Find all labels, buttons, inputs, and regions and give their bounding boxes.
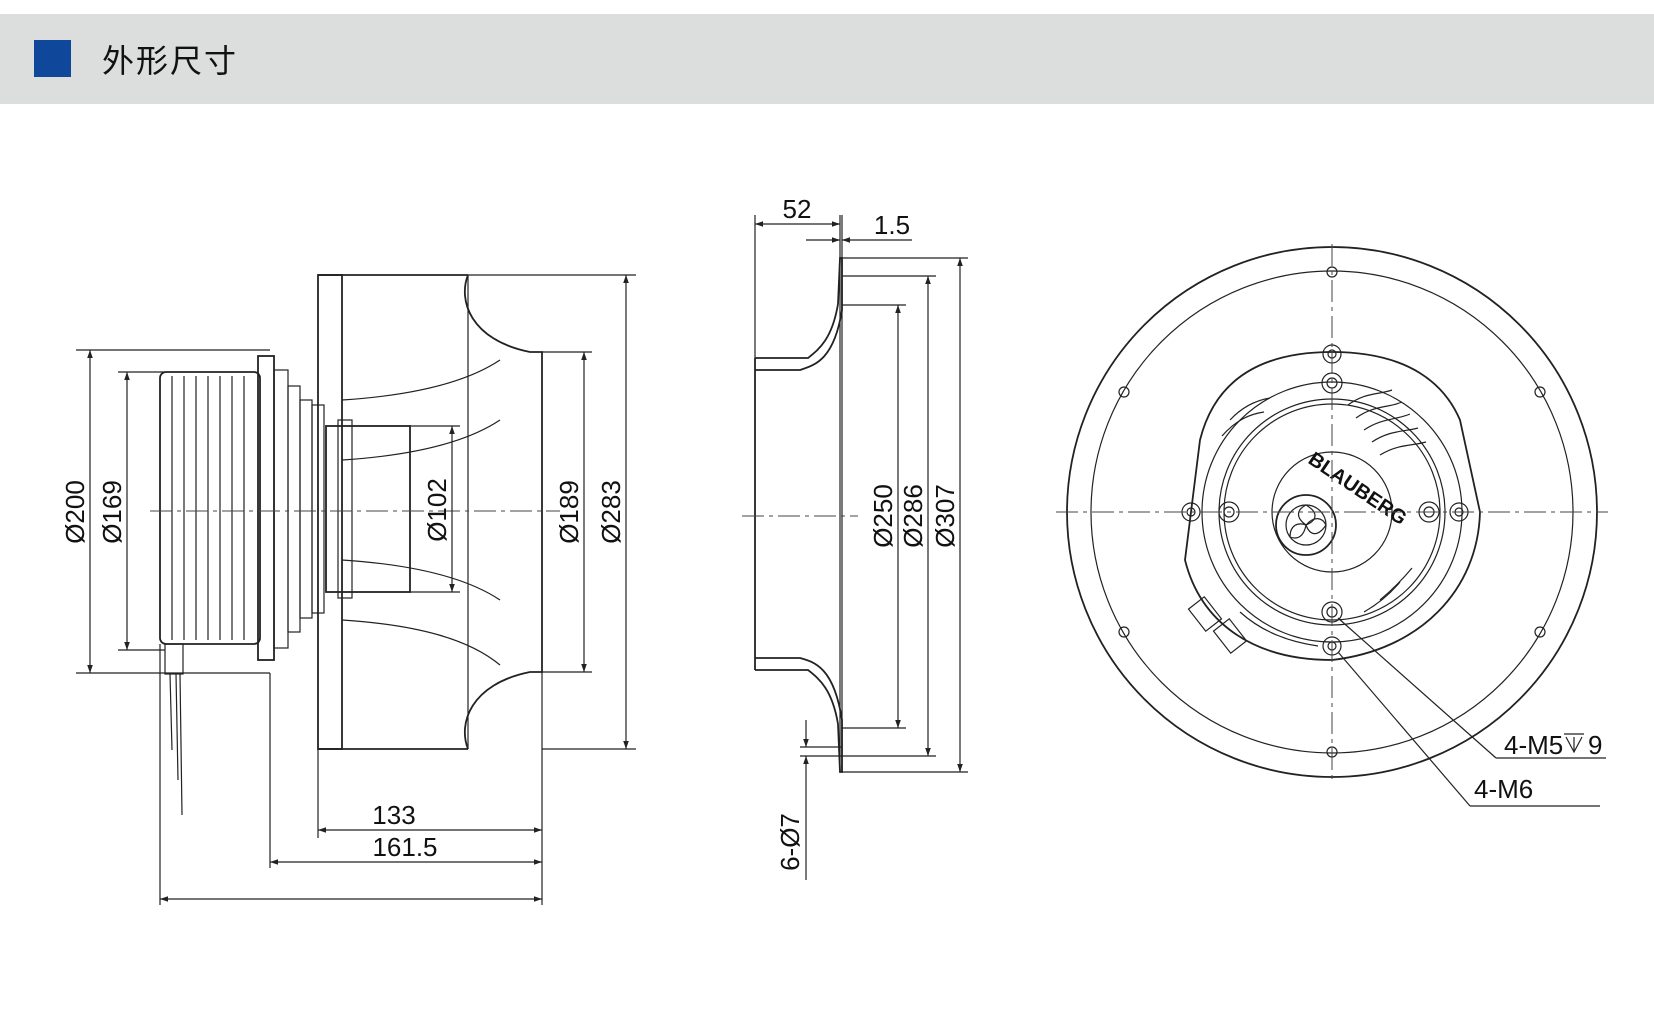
label-4-m5: 4-M5 (1504, 730, 1563, 760)
dim-dia-169: Ø169 (97, 480, 127, 544)
section-view: 52 1.5 Ø250 Ø286 Ø307 6-Ø7 (742, 194, 968, 880)
dim-dia-102: Ø102 (422, 478, 452, 542)
dim-holes-6-dia-7: 6-Ø7 (775, 813, 805, 871)
dim-dia-250: Ø250 (868, 484, 898, 548)
section-title: 外形尺寸 (102, 42, 239, 80)
front-view: BLAUBERG (1056, 244, 1608, 807)
depth-symbol-icon (1564, 733, 1584, 754)
section-header: 外形尺寸 (0, 14, 1654, 104)
dim-dia-189: Ø189 (554, 480, 584, 544)
label-4-m6: 4-M6 (1474, 774, 1533, 804)
dim-dia-283: Ø283 (596, 480, 626, 544)
dim-len-161-5: 161.5 (372, 832, 437, 862)
dim-dia-200: Ø200 (60, 480, 90, 544)
fan-logo (1275, 494, 1337, 556)
dim-depth-52: 52 (783, 194, 812, 224)
brand-logo-text: BLAUBERG (1304, 448, 1410, 530)
header-accent-square (34, 40, 71, 77)
label-m5-depth: 9 (1588, 730, 1602, 760)
side-view: Ø200 Ø169 Ø102 Ø189 Ø283 133 161.5 (60, 274, 636, 905)
dim-thickness-1-5: 1.5 (874, 210, 910, 240)
dim-len-133: 133 (372, 800, 415, 830)
dim-dia-307: Ø307 (930, 484, 960, 548)
dim-dia-286: Ø286 (898, 484, 928, 548)
